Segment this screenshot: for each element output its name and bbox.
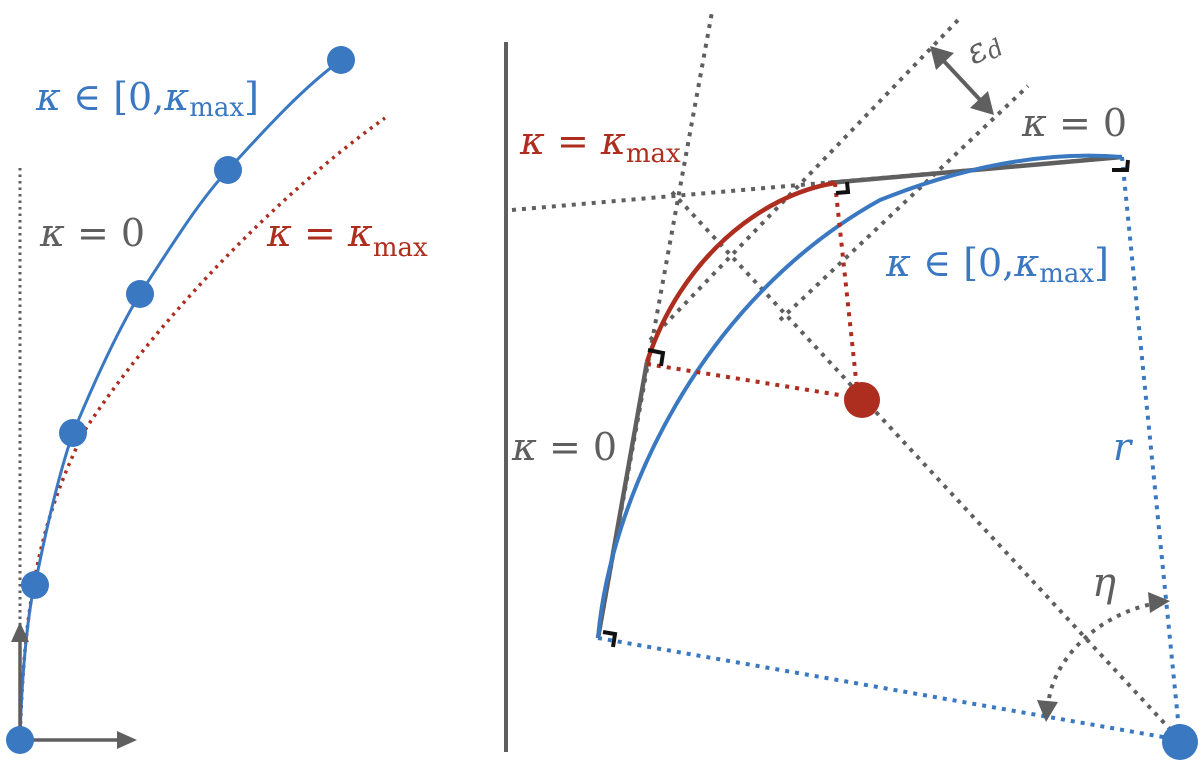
left-point-2 bbox=[59, 419, 87, 447]
red-radius-left bbox=[646, 362, 859, 400]
offset-line-upper bbox=[648, 16, 962, 342]
left-point-origin bbox=[6, 726, 34, 754]
left-point-1 bbox=[21, 571, 49, 599]
right-panel: κ = κmax κ = 0 κ = 0 κ ∈ [0,κmax] r η εd bbox=[511, 11, 1198, 760]
left-label-gray: κ = 0 bbox=[39, 211, 145, 255]
right-angle-marker-top-right bbox=[1112, 159, 1130, 172]
left-point-4 bbox=[214, 156, 242, 184]
right-angle-marker-bottom bbox=[602, 630, 618, 648]
eta-label: η bbox=[1092, 560, 1116, 606]
y-axis-arrowhead bbox=[11, 622, 29, 642]
eta-angle-indicator bbox=[1037, 592, 1170, 722]
bisector-line bbox=[670, 190, 1182, 742]
right-label-left-gray: κ = 0 bbox=[511, 425, 617, 469]
red-radius-top bbox=[833, 182, 860, 399]
epsilon-label: εd bbox=[959, 22, 1008, 74]
epsilon-arrowhead-top bbox=[930, 46, 954, 70]
right-red-arc bbox=[644, 180, 836, 363]
left-label-red: κ = κmax bbox=[266, 211, 428, 263]
red-center-point bbox=[844, 382, 880, 418]
left-blue-curve bbox=[18, 58, 342, 741]
right-label-blue: κ ∈ [0,κmax] bbox=[885, 241, 1109, 289]
epsilon-arrowhead-bottom bbox=[970, 91, 994, 115]
eta-arrowhead-lower bbox=[1037, 700, 1058, 722]
x-axis-arrowhead bbox=[117, 731, 137, 749]
left-panel: κ ∈ [0,κmax] κ = 0 κ = κmax bbox=[6, 46, 428, 754]
radius-line-vertical bbox=[1120, 156, 1182, 741]
offset-line-lower bbox=[778, 84, 1030, 322]
radius-line-bottom bbox=[597, 636, 1181, 742]
epsilon-arrow-line bbox=[939, 56, 985, 105]
blue-center-point bbox=[1162, 724, 1198, 760]
epsilon-arrow bbox=[930, 46, 994, 115]
right-label-red: κ = κmax bbox=[519, 119, 681, 169]
eta-arrowhead-upper bbox=[1148, 592, 1170, 613]
steep-tangent-extension bbox=[596, 11, 714, 639]
left-point-3 bbox=[126, 280, 154, 308]
right-angle-marker-top-red bbox=[835, 181, 851, 195]
right-label-top-gray: κ = 0 bbox=[1021, 101, 1127, 145]
origin-axes bbox=[11, 622, 137, 749]
right-angle-marker-left bbox=[647, 348, 666, 367]
eta-arc bbox=[1046, 601, 1159, 709]
left-kmax-curve bbox=[18, 116, 387, 741]
left-point-5 bbox=[327, 46, 355, 74]
right-blue-arc bbox=[596, 153, 1123, 639]
left-label-blue: κ ∈ [0,κmax] bbox=[35, 75, 259, 123]
radius-label: r bbox=[1113, 425, 1134, 469]
